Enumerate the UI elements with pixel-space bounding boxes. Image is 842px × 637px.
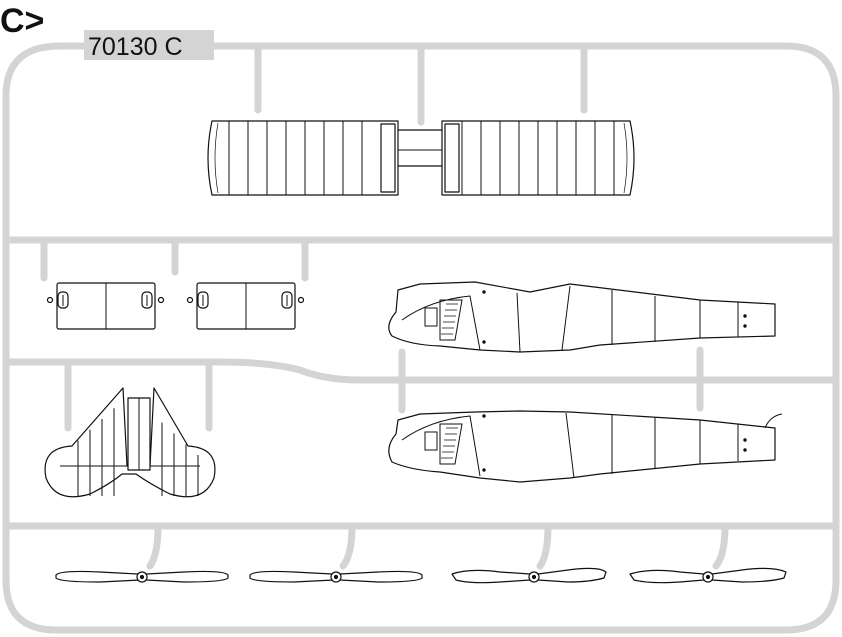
fuselage-half-lower (388, 410, 783, 483)
propeller-4 (629, 567, 787, 584)
sprue-letter: C> (0, 2, 44, 40)
upper-wing (207, 120, 635, 196)
propeller-1 (55, 570, 229, 583)
tailplane (44, 387, 216, 498)
sprue-frame (2, 42, 840, 634)
upper-wing-left-panel (207, 120, 399, 196)
sprue-code: 70130 C (88, 33, 183, 61)
propeller-2 (249, 570, 423, 583)
fuselage-half-upper (388, 281, 776, 353)
upper-wing-right-panel (441, 120, 635, 196)
elevator-right (186, 282, 305, 330)
elevator-left (46, 282, 165, 330)
sheet-labels: 70130 C C> (0, 2, 214, 61)
wing-center-bridge (395, 129, 445, 167)
code-label-bg (84, 30, 214, 60)
propeller-3 (451, 567, 607, 584)
